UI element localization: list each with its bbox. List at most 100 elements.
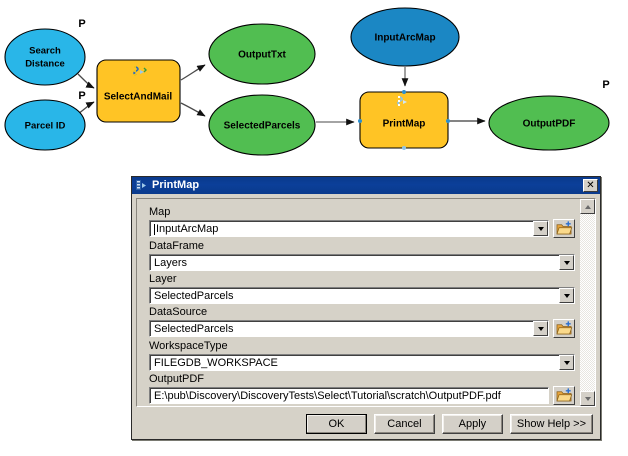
printmap-dialog: PrintMap ✕ Map InputArcMap: [131, 176, 601, 440]
node-output-txt[interactable]: OutputTxt: [208, 23, 316, 85]
output-txt-label: OutputTxt: [238, 50, 286, 61]
close-icon[interactable]: ✕: [583, 179, 598, 192]
node-search-distance[interactable]: Search Distance P: [4, 18, 86, 86]
workspacetype-combo-inner[interactable]: FILEGDB_WORKSPACE: [150, 355, 559, 370]
field-layer: Layer SelectedParcels: [149, 273, 575, 304]
print-map-output-port: [446, 119, 450, 123]
field-workspacetype-label: WorkspaceType: [149, 340, 228, 352]
layer-value: SelectedParcels: [154, 290, 234, 302]
script-tool-icon: [133, 66, 147, 76]
connector-parcel-id-to-select: [77, 101, 95, 115]
input-arcmap-shape[interactable]: [350, 7, 460, 67]
text-caret: [154, 223, 155, 235]
connector-search-distance-to-select: [77, 73, 95, 89]
map-combo-inner[interactable]: InputArcMap: [150, 221, 533, 236]
map-dropdown-button[interactable]: [533, 221, 548, 236]
chevron-up-icon: [584, 204, 591, 209]
connector-select-to-selectedparcels: [180, 102, 206, 117]
open-folder-add-icon: [555, 388, 572, 402]
parcel-id-shape[interactable]: [4, 99, 86, 151]
field-outputpdf: OutputPDF E:\pub\Discovery\DiscoveryTest…: [149, 373, 575, 405]
outputpdf-browse-button[interactable]: [553, 386, 575, 405]
node-parcel-id[interactable]: Parcel ID P: [4, 90, 86, 151]
script-tool-icon: [397, 96, 407, 106]
field-outputpdf-label: OutputPDF: [149, 373, 205, 385]
output-pdf-shape[interactable]: [488, 95, 610, 151]
field-workspacetype: WorkspaceType FILEGDB_WORKSPACE: [149, 340, 575, 371]
parcel-id-label: Parcel ID: [25, 121, 66, 132]
print-map-input-port: [358, 119, 362, 123]
outputpdf-value: E:\pub\Discovery\DiscoveryTests\Select\T…: [154, 390, 501, 402]
chevron-down-icon: [563, 260, 570, 265]
datasource-combo-inner[interactable]: SelectedParcels: [150, 321, 533, 336]
fields-area: Map InputArcMap: [137, 199, 579, 406]
datasource-combo[interactable]: SelectedParcels: [149, 320, 549, 337]
node-input-arcmap[interactable]: InputArcMap: [350, 7, 460, 67]
dialog-title: PrintMap: [152, 179, 200, 191]
dataframe-value: Layers: [154, 257, 188, 269]
open-folder-add-icon: [555, 221, 572, 235]
ok-button[interactable]: OK: [305, 414, 367, 434]
search-distance-shape[interactable]: [4, 28, 86, 86]
chevron-down-icon: [584, 396, 591, 401]
dialog-titlebar[interactable]: PrintMap ✕: [132, 177, 600, 194]
workspacetype-combo[interactable]: FILEGDB_WORKSPACE: [149, 354, 575, 371]
dialog-button-row: OK Cancel Apply Show Help >>: [136, 413, 596, 435]
output-txt-shape[interactable]: [208, 23, 316, 85]
output-pdf-label: OutputPDF: [523, 119, 576, 130]
parcel-id-parameter-mark: P: [78, 90, 85, 102]
workspacetype-dropdown-button[interactable]: [559, 355, 574, 370]
select-and-mail-shape[interactable]: [96, 59, 181, 123]
field-dataframe-label: DataFrame: [149, 240, 205, 252]
print-map-bottom-port: [402, 146, 406, 150]
scroll-up-button[interactable]: [580, 199, 595, 214]
cancel-button[interactable]: Cancel: [373, 414, 435, 434]
node-print-map[interactable]: PrintMap: [358, 90, 450, 150]
model-diagram: Search Distance P Parcel ID P SelectAndM…: [4, 7, 610, 156]
datasource-value: SelectedParcels: [154, 323, 234, 335]
scroll-down-button[interactable]: [580, 391, 595, 406]
dataframe-dropdown-button[interactable]: [559, 255, 574, 270]
workspacetype-value: FILEGDB_WORKSPACE: [154, 357, 278, 369]
parameters-scrollbar[interactable]: [579, 199, 595, 406]
input-arcmap-label: InputArcMap: [374, 33, 435, 44]
layer-combo-inner[interactable]: SelectedParcels: [150, 288, 559, 303]
print-map-top-port: [402, 90, 406, 94]
chevron-down-icon: [563, 293, 570, 298]
map-combo[interactable]: InputArcMap: [149, 220, 549, 237]
layer-combo[interactable]: SelectedParcels: [149, 287, 575, 304]
datasource-browse-button[interactable]: [553, 319, 575, 338]
apply-button[interactable]: Apply: [441, 414, 503, 434]
scrollbar-track[interactable]: [580, 214, 595, 391]
selected-parcels-label: SelectedParcels: [224, 121, 301, 132]
chevron-down-icon: [537, 226, 544, 231]
map-value: InputArcMap: [156, 223, 219, 235]
dataframe-combo[interactable]: Layers: [149, 254, 575, 271]
node-selected-parcels[interactable]: SelectedParcels: [208, 94, 316, 156]
open-folder-add-icon: [555, 321, 572, 335]
show-help-button[interactable]: Show Help >>: [509, 414, 593, 434]
script-tool-icon: [135, 179, 148, 192]
outputpdf-textbox-inner[interactable]: E:\pub\Discovery\DiscoveryTests\Select\T…: [150, 388, 548, 403]
layer-dropdown-button[interactable]: [559, 288, 574, 303]
field-map: Map InputArcMap: [149, 206, 575, 238]
map-browse-button[interactable]: [553, 219, 575, 238]
chevron-down-icon: [563, 360, 570, 365]
field-map-label: Map: [149, 206, 171, 218]
selected-parcels-shape[interactable]: [208, 94, 316, 156]
output-pdf-parameter-mark: P: [602, 79, 609, 91]
select-and-mail-label: SelectAndMail: [104, 92, 173, 103]
search-distance-parameter-mark: P: [78, 18, 85, 30]
node-output-pdf[interactable]: OutputPDF P: [488, 79, 610, 151]
print-map-label: PrintMap: [383, 119, 426, 130]
chevron-down-icon: [537, 326, 544, 331]
search-distance-label-line2: Distance: [25, 59, 65, 70]
field-layer-label: Layer: [149, 273, 177, 285]
node-select-and-mail[interactable]: SelectAndMail: [96, 59, 181, 123]
parameters-panel: Map InputArcMap: [136, 198, 596, 407]
outputpdf-textbox[interactable]: E:\pub\Discovery\DiscoveryTests\Select\T…: [149, 387, 549, 404]
dialog-body: Map InputArcMap: [132, 194, 600, 439]
search-distance-label-line1: Search: [29, 46, 61, 57]
datasource-dropdown-button[interactable]: [533, 321, 548, 336]
dataframe-combo-inner[interactable]: Layers: [150, 255, 559, 270]
